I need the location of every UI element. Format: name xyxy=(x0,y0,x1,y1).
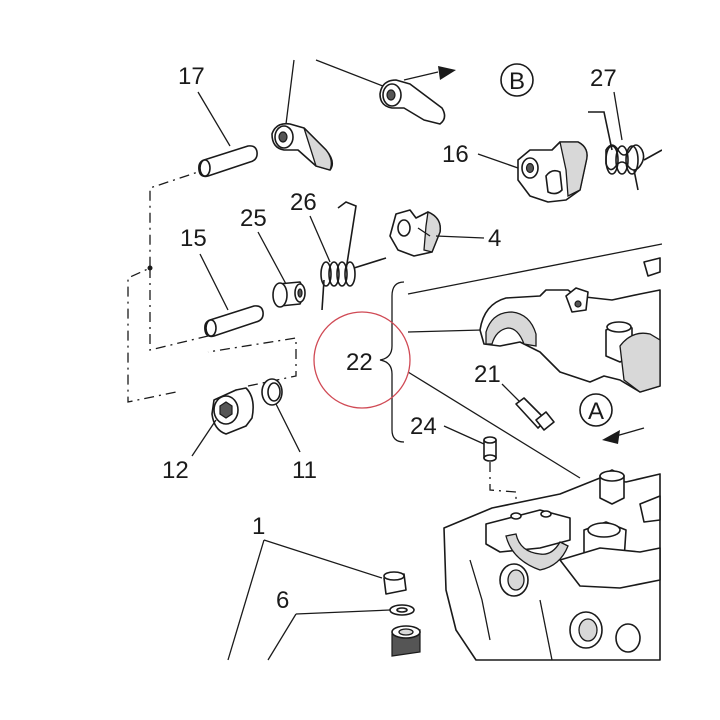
leader-1-down xyxy=(227,539,265,661)
leader-16 xyxy=(477,153,519,169)
assembly-dash-lines xyxy=(127,167,297,403)
rocker-part-4 xyxy=(389,209,442,257)
callout-21: 21 xyxy=(474,361,501,388)
pin-17 xyxy=(198,145,258,178)
leader-12 xyxy=(191,419,217,457)
callout-26: 26 xyxy=(290,189,317,216)
leader-26 xyxy=(309,215,331,263)
bottom-crop-mask xyxy=(0,662,720,720)
view-marker-b: B xyxy=(500,63,534,97)
callout-22-highlight-ring xyxy=(313,311,411,409)
cap-part-1 xyxy=(383,571,407,595)
leader-25 xyxy=(257,231,287,285)
leader-11 xyxy=(275,403,301,453)
leader-17 xyxy=(197,91,231,147)
spring-26 xyxy=(320,201,387,311)
pin-15 xyxy=(204,305,264,338)
rocker-part-16 xyxy=(517,141,588,203)
callout-1: 1 xyxy=(252,513,265,540)
leader-4 xyxy=(435,235,485,239)
callout-17: 17 xyxy=(178,63,205,90)
leader-1 xyxy=(263,539,383,579)
callout-12: 12 xyxy=(162,457,189,484)
spring-27 xyxy=(588,111,663,191)
rocker-arm-top xyxy=(315,59,456,125)
rocker-arm-upper xyxy=(271,59,334,171)
callout-11: 11 xyxy=(292,457,317,484)
bolt-21 xyxy=(515,397,555,431)
o-ring-11 xyxy=(261,378,283,406)
plug-12 xyxy=(211,387,254,435)
bushing-25 xyxy=(272,281,306,308)
right-crop-mask xyxy=(662,0,720,720)
washer-part-6 xyxy=(389,604,415,616)
bracket-22 xyxy=(379,243,663,479)
view-marker-b-label: B xyxy=(509,68,525,95)
callout-25: 25 xyxy=(240,205,267,232)
leader-24 xyxy=(443,425,485,445)
callout-4: 4 xyxy=(488,225,501,252)
callout-27: 27 xyxy=(590,65,617,92)
callout-15: 15 xyxy=(180,225,207,252)
valve-seal xyxy=(391,625,421,657)
leader-27 xyxy=(613,91,623,141)
callout-16: 16 xyxy=(442,141,469,168)
leader-21 xyxy=(501,383,521,403)
callout-6: 6 xyxy=(276,587,289,614)
cylinder-head xyxy=(443,469,661,661)
leader-15 xyxy=(199,253,229,311)
callout-22: 22 xyxy=(346,349,373,376)
shaft-support xyxy=(479,257,661,393)
leader-6-down xyxy=(267,613,297,661)
view-marker-a-label: A xyxy=(588,398,604,425)
leader-6 xyxy=(295,609,391,615)
view-marker-a: A xyxy=(579,393,645,444)
callout-24: 24 xyxy=(410,413,437,440)
